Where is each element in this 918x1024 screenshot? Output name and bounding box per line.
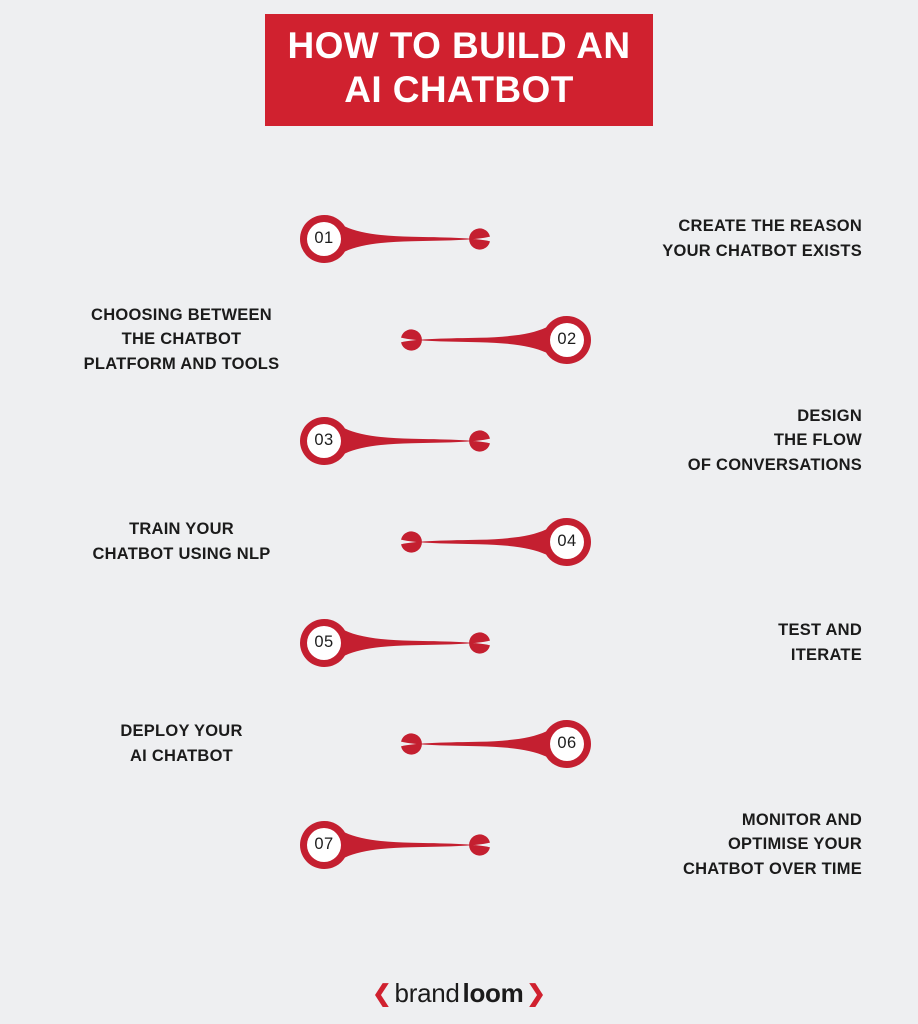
step-row-06: DEPLOY YOUR AI CHATBOT 06 [0,693,918,794]
step-06-label-line-1: DEPLOY YOUR [120,722,243,741]
step-01-metaball: 01 [300,208,524,270]
step-07-number: 07 [314,835,334,853]
chevron-right-icon: ❯ [526,979,546,1006]
title-line-2: AI CHATBOT [344,69,574,110]
step-row-03: 03 DESIGN THE FLOW OF CONVERSATIONS [0,390,918,491]
step-05-label-line-1: TEST AND [778,621,862,640]
step-06-label: DEPLOY YOUR AI CHATBOT [0,719,367,767]
step-07-label-line-3: CHATBOT OVER TIME [682,859,862,878]
step-01-label-line-1: CREATE THE REASON [678,217,862,236]
step-07-label-line-1: MONITOR AND [741,811,862,830]
step-row-04: TRAIN YOUR CHATBOT USING NLP 04 [0,491,918,592]
step-05-metaball: 05 [300,612,524,674]
step-04-label-line-2: CHATBOT USING NLP [92,544,271,563]
step-04-number: 04 [557,532,577,550]
step-02-label-line-2: THE CHATBOT [121,330,242,349]
step-04-label: TRAIN YOUR CHATBOT USING NLP [0,517,367,565]
logo-text-loom: loom [462,978,524,1008]
step-07-metaball: 07 [300,814,524,876]
step-03-metaball: 03 [300,410,524,472]
step-06-metaball: 06 [367,713,591,775]
step-07-label: MONITOR AND OPTIMISE YOUR CHATBOT OVER T… [524,808,918,880]
step-06-label-line-2: AI CHATBOT [129,746,233,765]
step-04-metaball: 04 [367,511,591,573]
chevron-left-icon: ❮ [372,979,392,1006]
step-03-label-line-3: OF CONVERSATIONS [687,455,862,474]
step-01-label-line-2: YOUR CHATBOT EXISTS [662,241,862,260]
step-05-label: TEST AND ITERATE [524,618,918,666]
step-02-metaball: 02 [367,309,591,371]
step-01-number: 01 [314,229,334,247]
step-03-label-line-2: THE FLOW [773,431,862,450]
logo-text-brand: brand [394,978,460,1008]
step-02-label-line-3: PLATFORM AND TOOLS [83,354,280,373]
title-banner: HOW TO BUILD AN AI CHATBOT [265,14,653,126]
step-04-label-line-1: TRAIN YOUR [129,520,234,539]
title-line-1: HOW TO BUILD AN [287,25,631,67]
step-row-01: 01 CREATE THE REASON YOUR CHATBOT EXISTS [0,188,918,289]
step-02-label: CHOOSING BETWEEN THE CHATBOT PLATFORM AN… [0,303,367,375]
step-03-label-line-1: DESIGN [797,407,862,426]
step-03-label: DESIGN THE FLOW OF CONVERSATIONS [524,404,918,476]
step-01-label: CREATE THE REASON YOUR CHATBOT EXISTS [524,214,918,262]
steps-list: 01 CREATE THE REASON YOUR CHATBOT EXISTS… [0,188,918,895]
step-row-07: 07 MONITOR AND OPTIMISE YOUR CHATBOT OVE… [0,794,918,895]
step-07-label-line-2: OPTIMISE YOUR [727,835,862,854]
step-03-number: 03 [314,431,334,449]
step-06-number: 06 [557,734,577,752]
step-row-02: CHOOSING BETWEEN THE CHATBOT PLATFORM AN… [0,289,918,390]
step-row-05: 05 TEST AND ITERATE [0,592,918,693]
step-02-number: 02 [557,330,577,348]
step-05-label-line-2: ITERATE [790,645,862,664]
step-02-label-line-1: CHOOSING BETWEEN [91,306,272,325]
step-05-number: 05 [314,633,334,651]
